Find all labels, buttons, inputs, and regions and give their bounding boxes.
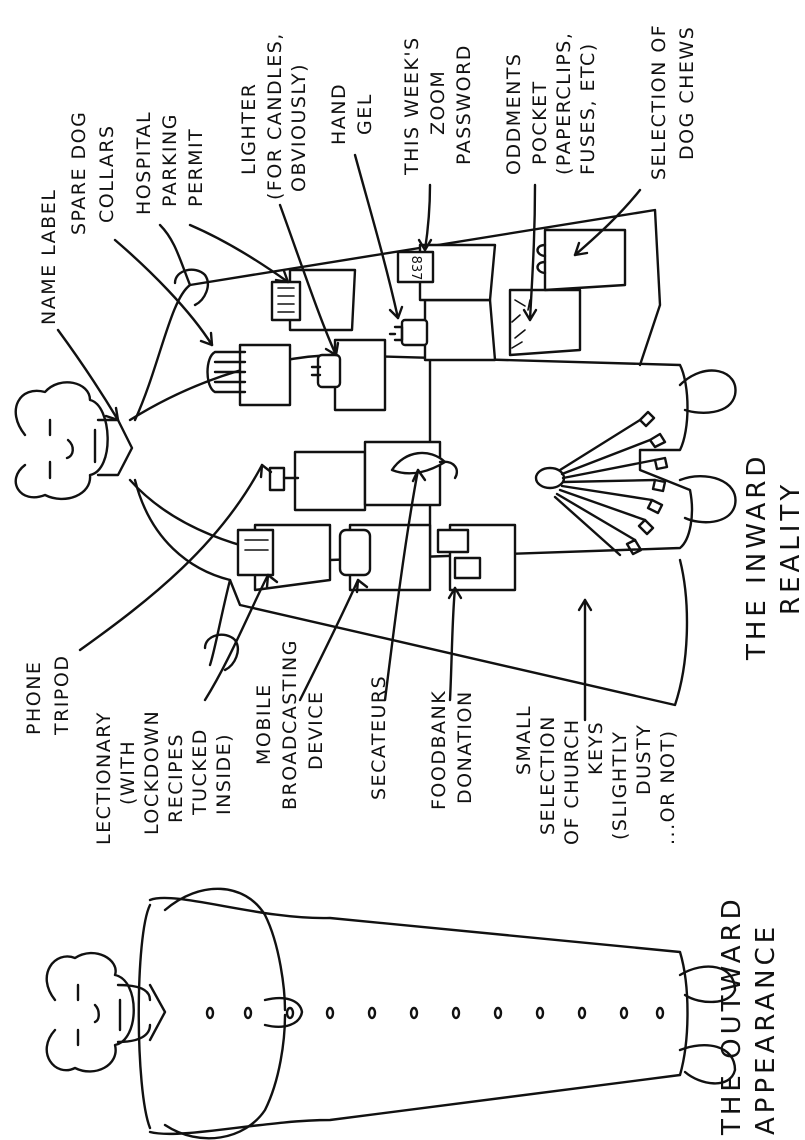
svg-text:BROADCASTING: BROADCASTING <box>279 639 301 810</box>
leader-arrows <box>56 153 642 722</box>
svg-text:INSIDE): INSIDE) <box>213 733 235 815</box>
cassock-buttons <box>205 1006 665 1020</box>
label-spare-dog-collars: SPARE DOG COLLARS <box>68 111 118 235</box>
caption-inward-reality: THE INWARD REALITY <box>742 453 805 661</box>
label-church-keys: SMALL SELECTION OF CHURCH KEYS (SLIGHTLY… <box>513 705 679 845</box>
svg-text:REALITY: REALITY <box>776 481 805 615</box>
svg-text:MOBILE: MOBILE <box>253 683 275 765</box>
svg-text:OF CHURCH: OF CHURCH <box>561 718 583 845</box>
pocket-oddments <box>508 288 582 357</box>
svg-text:ZOOM: ZOOM <box>427 70 449 135</box>
svg-text:TUCKED: TUCKED <box>189 728 211 816</box>
outward-appearance-figure <box>45 887 737 1140</box>
svg-text:DUSTY: DUSTY <box>633 724 655 795</box>
svg-text:(SLIGHTLY: (SLIGHTLY <box>609 731 631 840</box>
caption-outward-appearance: THE OUTWARD APPEARANCE <box>717 895 781 1136</box>
pocket-dog-chews <box>536 228 627 292</box>
svg-text:DONATION: DONATION <box>454 690 476 804</box>
svg-text:THE INWARD: THE INWARD <box>742 453 772 661</box>
svg-text:SPARE DOG: SPARE DOG <box>68 111 90 235</box>
svg-text:THIS WEEK'S: THIS WEEK'S <box>401 36 423 176</box>
svg-text:FOODBANK: FOODBANK <box>428 690 450 810</box>
svg-text:GEL: GEL <box>354 93 376 135</box>
svg-text:LIGHTER: LIGHTER <box>238 82 260 175</box>
pocket-spare-dog-collars <box>206 343 292 407</box>
label-lighter: LIGHTER (FOR CANDLES, OBVIOUSLY) <box>238 32 310 200</box>
label-hospital-parking-permit: HOSPITAL PARKING PERMIT <box>133 111 207 215</box>
label-mobile-broadcasting: MOBILE BROADCASTING DEVICE <box>253 639 327 810</box>
svg-text:RECIPES: RECIPES <box>165 733 187 823</box>
svg-text:PASSWORD: PASSWORD <box>453 44 475 165</box>
label-lectionary: LECTIONARY (WITH LOCKDOWN RECIPES TUCKED… <box>93 710 235 845</box>
svg-text:TRIPOD: TRIPOD <box>51 655 73 736</box>
svg-text:DEVICE: DEVICE <box>305 690 327 770</box>
svg-text:HAND: HAND <box>328 83 350 145</box>
svg-text:APPEARANCE: APPEARANCE <box>751 923 781 1135</box>
label-secateurs: SECATEURS <box>368 675 390 800</box>
svg-text:...OR NOT): ...OR NOT) <box>657 729 679 845</box>
svg-text:PHONE: PHONE <box>23 661 45 735</box>
zoom-password-note: 837 <box>408 256 423 281</box>
pocket-hand-gel <box>388 298 497 362</box>
captions: THE INWARD REALITY THE OUTWARD APPEARANC… <box>717 453 805 1136</box>
svg-text:(WITH: (WITH <box>117 740 139 805</box>
svg-text:SELECTION: SELECTION <box>537 715 559 835</box>
svg-text:ODDMENTS: ODDMENTS <box>503 53 525 176</box>
svg-text:COLLARS: COLLARS <box>96 124 118 223</box>
svg-text:SELECTION OF: SELECTION OF <box>648 24 670 180</box>
svg-text:THE OUTWARD: THE OUTWARD <box>717 895 747 1136</box>
svg-text:LECTIONARY: LECTIONARY <box>93 711 115 845</box>
label-hand-gel: HAND GEL <box>328 83 376 145</box>
label-dog-chews: SELECTION OF DOG CHEWS <box>648 24 698 180</box>
svg-text:DOG CHEWS: DOG CHEWS <box>676 26 698 160</box>
svg-text:PERMIT: PERMIT <box>185 128 207 207</box>
keys-bunch <box>534 410 669 557</box>
svg-text:HOSPITAL: HOSPITAL <box>133 111 155 215</box>
pocket-lighter <box>310 338 387 412</box>
pocket-hospital-permit <box>270 268 357 332</box>
inward-reality-figure: 837 <box>14 153 737 722</box>
labels-top: NAME LABEL SPARE DOG COLLARS HOSPITAL PA… <box>38 24 698 325</box>
svg-text:SECATEURS: SECATEURS <box>368 675 390 800</box>
pocket-phone-tripod <box>268 450 367 512</box>
svg-text:(FOR CANDLES,: (FOR CANDLES, <box>264 32 286 200</box>
labels-bottom: PHONE TRIPOD LECTIONARY (WITH LOCKDOWN R… <box>23 639 679 845</box>
label-name-label: NAME LABEL <box>38 189 60 325</box>
svg-text:PARKING: PARKING <box>159 113 181 207</box>
label-zoom-password: THIS WEEK'S ZOOM PASSWORD <box>401 36 475 176</box>
svg-text:NAME LABEL: NAME LABEL <box>38 189 60 325</box>
svg-text:POCKET: POCKET <box>529 80 551 165</box>
pocket-lectionary <box>236 523 332 592</box>
svg-text:FUSES, ETC): FUSES, ETC) <box>577 42 599 175</box>
label-phone-tripod: PHONE TRIPOD <box>23 655 73 736</box>
svg-text:OBVIOUSLY): OBVIOUSLY) <box>288 63 310 192</box>
pocket-mobile-broadcasting <box>338 523 432 592</box>
pocket-secateurs <box>363 440 459 507</box>
svg-text:KEYS: KEYS <box>585 721 607 775</box>
svg-text:SMALL: SMALL <box>513 705 535 775</box>
label-foodbank: FOODBANK DONATION <box>428 690 476 810</box>
svg-text:(PAPERCLIPS,: (PAPERCLIPS, <box>553 32 575 175</box>
pocket-zoom-password: 837 <box>396 243 497 302</box>
pocket-foodbank <box>436 523 517 592</box>
svg-text:LOCKDOWN: LOCKDOWN <box>141 710 163 835</box>
label-oddments-pocket: ODDMENTS POCKET (PAPERCLIPS, FUSES, ETC) <box>503 32 599 175</box>
